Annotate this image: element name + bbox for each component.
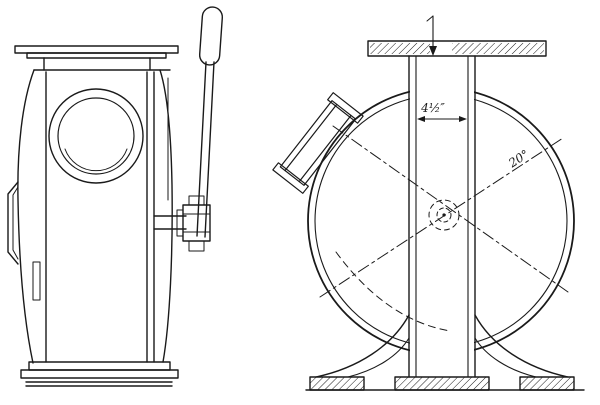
right-view-front-elevation: 4½″ 20° bbox=[272, 15, 585, 391]
vertical-pipe bbox=[408, 55, 476, 378]
inlet-boss bbox=[48, 88, 144, 184]
bore-dimension-label: 4½″ bbox=[420, 101, 445, 115]
flow-arrow bbox=[426, 15, 437, 56]
center-lines bbox=[319, 125, 569, 332]
side-bracket bbox=[7, 181, 41, 301]
top-flange bbox=[14, 45, 179, 71]
hand-lever bbox=[196, 6, 224, 238]
side-lug bbox=[272, 92, 364, 194]
support-legs bbox=[315, 314, 569, 378]
pivot-gland bbox=[153, 195, 211, 252]
center-marks bbox=[428, 199, 460, 231]
top-flange-section bbox=[367, 40, 547, 57]
base-flange bbox=[20, 361, 179, 387]
bore-dimension: 4½″ bbox=[417, 101, 467, 122]
left-view-side-elevation bbox=[7, 6, 224, 387]
valve-body bbox=[17, 69, 173, 364]
foundation bbox=[305, 376, 585, 391]
